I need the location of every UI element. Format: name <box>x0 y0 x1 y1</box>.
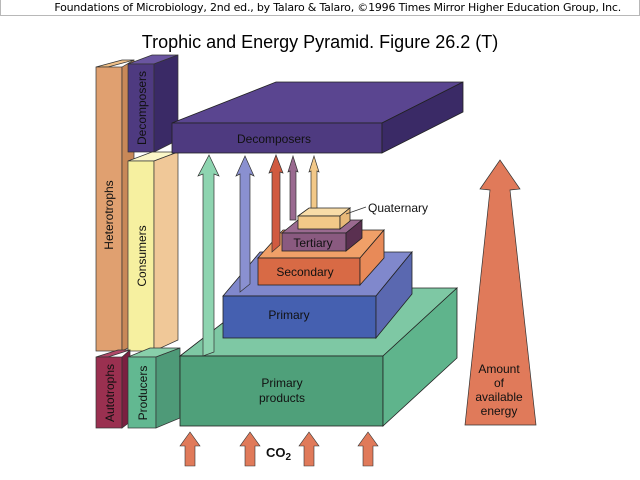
heterotrophs-label: Heterotrophs <box>102 180 116 249</box>
energy-label-line1: Amount <box>478 362 520 376</box>
autotrophs-column: Autotrophs <box>95 349 131 429</box>
quaternary-leader-line <box>345 206 367 215</box>
co2-arrow-4 <box>357 431 379 467</box>
consumers-label: Consumers <box>135 225 149 286</box>
co2-arrow-2 <box>239 431 261 467</box>
co2-arrow-1 <box>179 431 201 467</box>
primary-to-decomposers-arrow <box>235 155 255 293</box>
figure-title: Trophic and Energy Pyramid. Figure 26.2 … <box>141 32 499 52</box>
co2-arrow-3 <box>298 431 320 467</box>
co2-label: CO2 <box>266 445 292 463</box>
producers-label: Producers <box>136 366 150 421</box>
producers-column: Producers <box>127 347 181 429</box>
producers-to-decomposers-arrow <box>197 154 220 357</box>
energy-label-line3: available <box>475 390 523 404</box>
quaternary-label: Quaternary <box>368 201 428 215</box>
consumers-column: Consumers <box>127 151 179 352</box>
energy-label-line2: of <box>494 376 505 390</box>
tertiary-to-decomposers-arrow <box>287 154 299 221</box>
primary-products-label-line2: products <box>259 391 305 405</box>
co2-main: CO <box>266 445 286 460</box>
primary-label: Primary <box>268 308 309 322</box>
primary-products-label-line1: Primary <box>261 376 302 390</box>
decomposers-column-label: Decomposers <box>135 71 149 145</box>
co2-subscript: 2 <box>286 452 292 463</box>
quaternary-to-decomposers-arrow <box>308 154 320 209</box>
citation-text: Foundations of Microbiology, 2nd ed., by… <box>54 1 621 14</box>
autotrophs-label: Autotrophs <box>103 364 117 422</box>
decomposers-slab: Decomposers <box>171 81 464 154</box>
citation-bar: Foundations of Microbiology, 2nd ed., by… <box>0 0 640 16</box>
available-energy-arrow: Amount of available energy <box>464 159 537 426</box>
decomposers-column: Decomposers <box>127 54 179 153</box>
decomposers-slab-label: Decomposers <box>237 132 311 146</box>
quaternary-level-block <box>296 207 352 230</box>
secondary-label: Secondary <box>276 265 333 279</box>
energy-label-line4: energy <box>481 404 518 418</box>
tertiary-label: Tertiary <box>293 236 332 250</box>
secondary-to-decomposers-arrow <box>268 154 284 253</box>
